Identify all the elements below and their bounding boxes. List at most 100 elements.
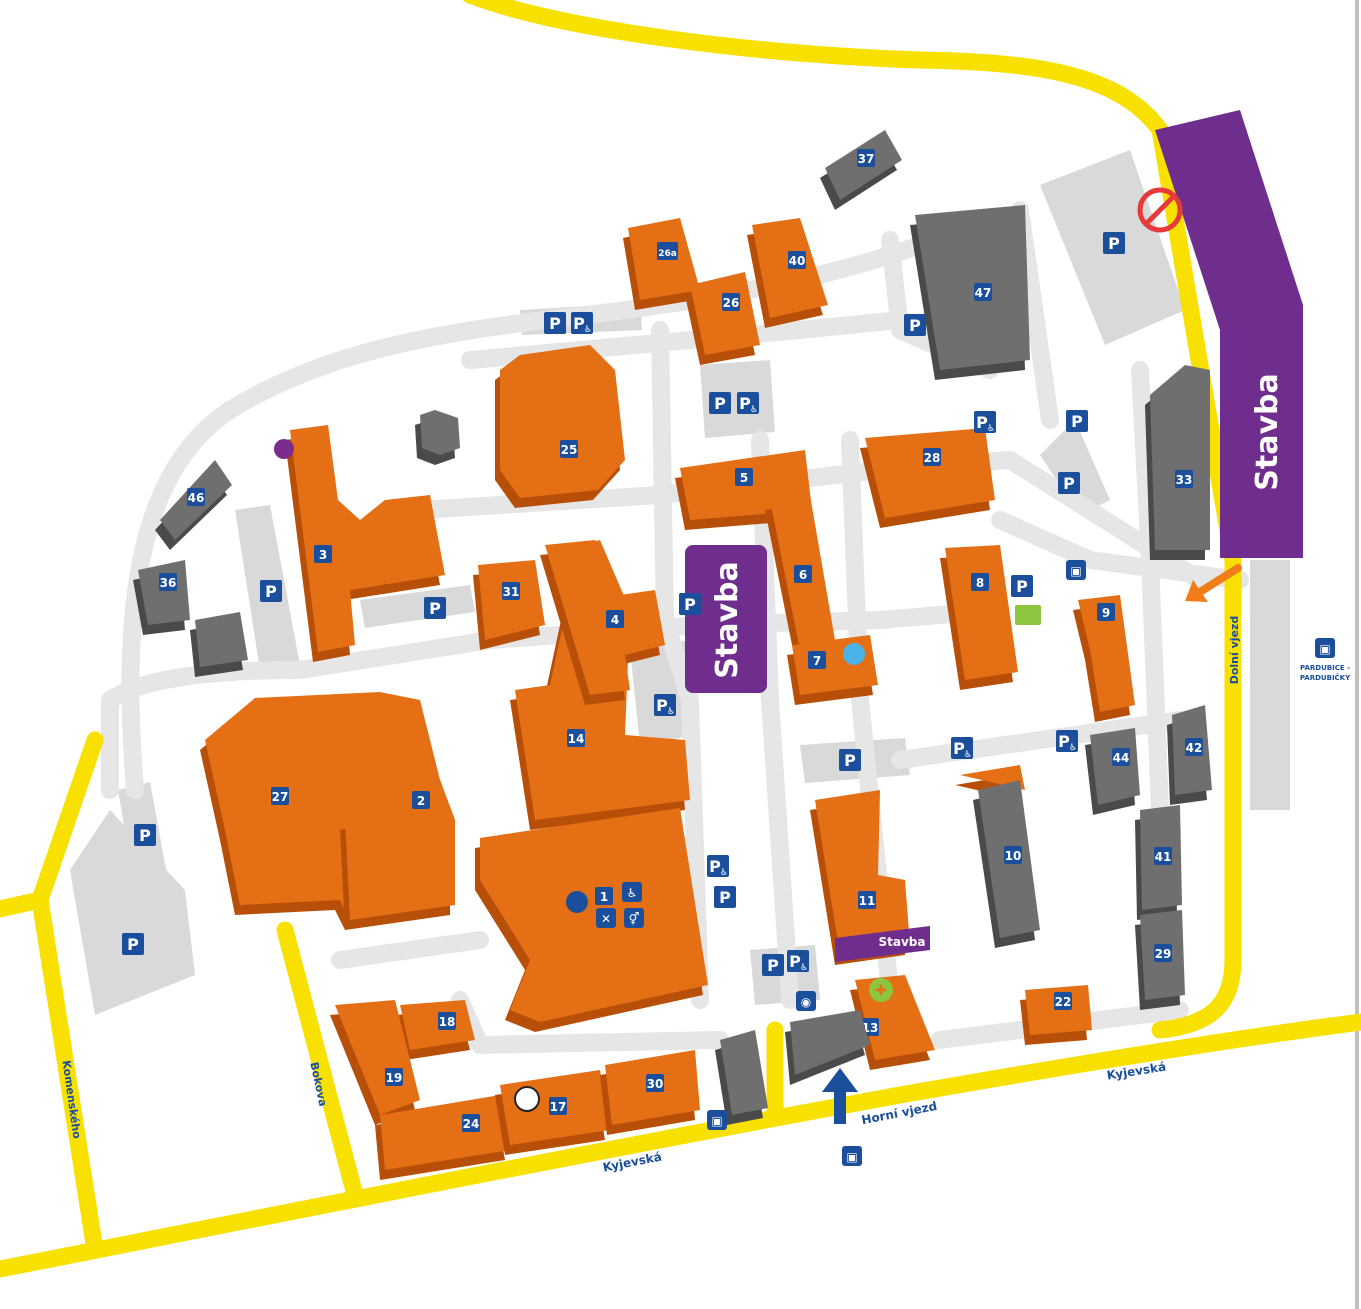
parking-accessible-sign[interactable]: P♿ [1056, 730, 1078, 753]
construction-zone-center[interactable] [685, 545, 767, 693]
parking-sign[interactable]: P [1011, 575, 1033, 597]
building-number: 28 [924, 451, 941, 465]
parking-sign[interactable]: P [904, 314, 926, 336]
parking-accessible-sign[interactable]: P♿ [787, 950, 809, 973]
building-22[interactable]: 22 [1020, 985, 1092, 1045]
building-24[interactable]: 24 [375, 1095, 510, 1180]
building-47[interactable]: 47 [910, 205, 1030, 380]
wheelchair-icon[interactable]: ♿ [622, 882, 642, 902]
pharmacy-icon[interactable] [1015, 605, 1041, 625]
badge-glyph: ⚥ [629, 912, 640, 926]
building-30[interactable]: 30 [600, 1050, 700, 1135]
parking-accessible-sign[interactable]: P♿ [737, 392, 759, 415]
parking-sign[interactable]: P [424, 597, 446, 619]
building-number-badge [646, 1074, 664, 1092]
building-26a[interactable]: 26a [623, 218, 700, 310]
badge-glyph: ◉ [801, 995, 811, 1009]
parking-sign[interactable]: P [1066, 410, 1088, 432]
parking-letter: P [265, 582, 277, 601]
parking-sign[interactable]: P [714, 886, 736, 908]
street-label-dolni-vjezd: Dolní vjezd [1228, 616, 1241, 685]
building-17[interactable]: 17 [495, 1070, 610, 1155]
parking-sign[interactable]: P [762, 954, 784, 976]
building-number: 8 [976, 576, 984, 590]
parking-letter: P [719, 888, 731, 907]
road-komenskeho [31, 731, 104, 1259]
building-number: 2 [417, 794, 425, 808]
building-number-badge [595, 887, 613, 905]
building-number: 25 [561, 443, 578, 457]
parking-sign[interactable]: P [709, 392, 731, 414]
building-10[interactable]: 10 [973, 780, 1040, 948]
building-1[interactable]: 1 [475, 808, 708, 1032]
parking-accessible-sign[interactable]: P♿ [951, 737, 973, 760]
building-31[interactable]: 31 [473, 560, 545, 650]
info-point-lightblue-icon[interactable] [843, 643, 865, 665]
building-19[interactable]: 19 [330, 1000, 420, 1125]
parking-letter: P [127, 935, 139, 954]
green-cross-icon[interactable]: ✚ [869, 978, 893, 1002]
building-2[interactable]: 2 [340, 780, 455, 930]
building-36[interactable]: 36 [133, 560, 190, 635]
building-29[interactable]: 29 [1135, 910, 1185, 1010]
bus-icon[interactable]: ▣ [1315, 638, 1335, 658]
badge-bg [707, 1110, 727, 1130]
taxi-icon[interactable]: ◉ [796, 991, 816, 1011]
info-point-purple-icon[interactable] [274, 439, 294, 459]
info-point-white-icon[interactable] [514, 1086, 540, 1112]
parking-sign[interactable]: P [122, 933, 144, 955]
parking-sign[interactable]: P [679, 593, 701, 615]
building-44[interactable]: 44 [1085, 728, 1140, 815]
building-7[interactable]: 7 [787, 635, 878, 705]
toilets-icon[interactable]: ⚥ [624, 908, 644, 928]
parking-sign[interactable]: P [839, 749, 861, 771]
parking-accessible-sign[interactable]: P♿ [707, 855, 729, 878]
parking-sign[interactable]: P [1103, 232, 1125, 254]
building-26[interactable]: 26 [685, 272, 760, 365]
parking-accessible-sign[interactable]: P♿ [974, 411, 996, 434]
building-9[interactable]: 9 [1073, 595, 1135, 722]
building-25[interactable]: 25 [495, 345, 625, 508]
building-41[interactable]: 41 [1135, 805, 1182, 920]
parking-accessible-sign[interactable]: P♿ [654, 694, 676, 717]
bus-icon[interactable]: ▣ [707, 1110, 727, 1130]
restaurant-icon[interactable]: ✕ [596, 908, 616, 928]
parking-sign[interactable]: P [260, 580, 282, 602]
info-point-blue-icon[interactable] [566, 891, 588, 913]
road-west-stub [0, 891, 49, 918]
parking-accessible-sign[interactable]: P♿ [571, 312, 593, 335]
building-28[interactable]: 28 [860, 428, 995, 528]
building-unlabeled[interactable] [715, 1030, 768, 1125]
building-roof [1090, 728, 1140, 805]
building-unlabeled[interactable] [415, 410, 460, 465]
building-roof [335, 1000, 420, 1115]
building-number: 11 [859, 894, 876, 908]
bus-icon[interactable]: ▣ [842, 1146, 862, 1166]
parking-sign[interactable]: P [544, 312, 566, 334]
parking-letter: P [1058, 732, 1070, 751]
building-11[interactable]: 11 [810, 790, 910, 965]
building-3[interactable]: 3 [285, 425, 445, 662]
building-42[interactable]: 42 [1167, 705, 1212, 805]
building-number: 9 [1102, 606, 1110, 620]
building-8[interactable]: 8 [940, 545, 1018, 690]
bus-stop-pardubicky[interactable]: PARDUBICE - PARDUBIČKY [1300, 664, 1351, 682]
building-40[interactable]: 40 [747, 218, 828, 328]
building-unlabeled[interactable] [190, 612, 248, 677]
building-37[interactable]: 37 [820, 130, 902, 210]
construction-zone-small[interactable] [835, 926, 930, 962]
construction-zone-east[interactable] [1155, 110, 1303, 558]
building-4[interactable]: 4 [540, 540, 665, 705]
badge-bg [596, 908, 616, 928]
parking-sign[interactable]: P [1058, 472, 1080, 494]
building-33[interactable]: 33 [1145, 365, 1210, 560]
parking-sign[interactable]: P [134, 824, 156, 846]
parking-sign-bg [762, 954, 784, 976]
building-46[interactable]: 46 [155, 460, 232, 550]
building-18[interactable]: 18 [395, 1000, 475, 1060]
bus-icon[interactable]: ▣ [1066, 560, 1086, 580]
building-unlabeled[interactable] [785, 1010, 870, 1085]
building-number: 1 [600, 890, 608, 904]
building-6[interactable]: 6 [765, 495, 835, 660]
path-west-spine [101, 661, 309, 799]
